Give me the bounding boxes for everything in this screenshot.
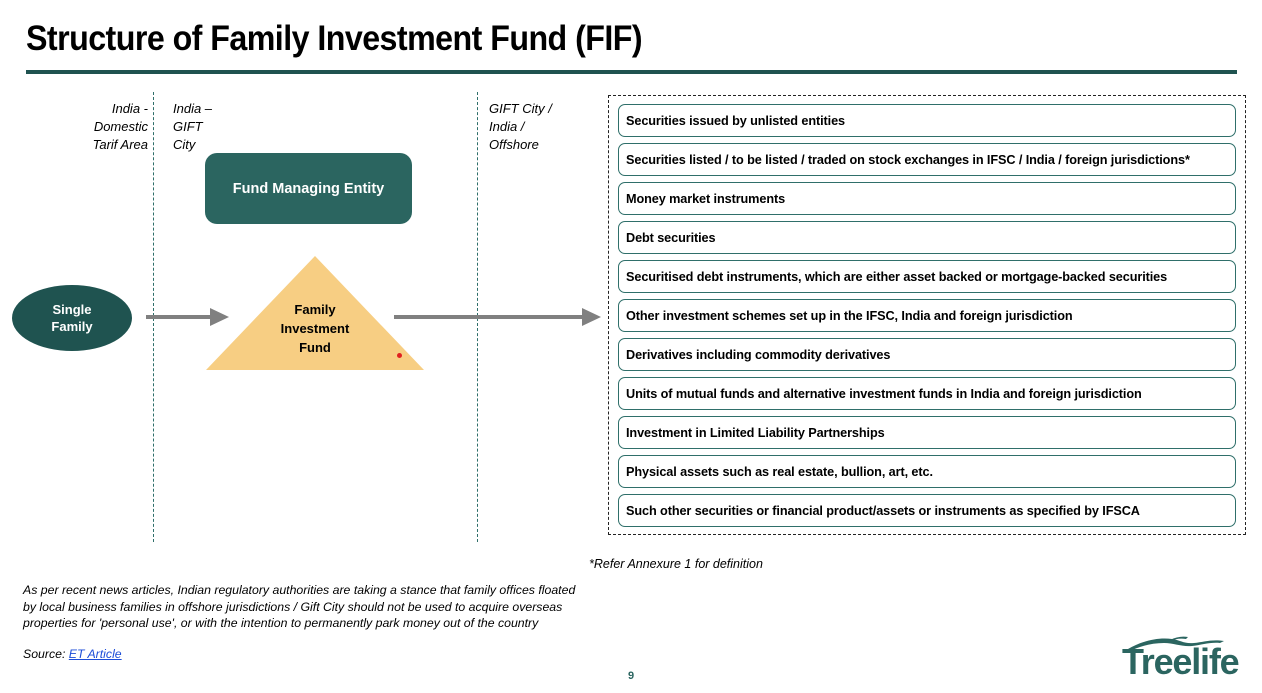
disclaimer-text: As per recent news articles, Indian regu… (23, 583, 576, 630)
list-item[interactable]: Securities listed / to be listed / trade… (618, 143, 1236, 176)
list-item[interactable]: Physical assets such as real estate, bul… (618, 455, 1236, 488)
list-item[interactable]: Units of mutual funds and alternative in… (618, 377, 1236, 410)
fund-managing-entity-box: Fund Managing Entity (205, 153, 412, 224)
list-item[interactable]: Debt securities (618, 221, 1236, 254)
source-line: Source: ET Article (23, 647, 122, 661)
red-dot-marker-icon (397, 353, 402, 358)
list-item[interactable]: Securitised debt instruments, which are … (618, 260, 1236, 293)
logo-wordmark: Treelife (1122, 641, 1240, 682)
list-item[interactable]: Such other securities or financial produ… (618, 494, 1236, 527)
tree-branch-icon (1128, 636, 1224, 651)
asset-classes-dashed-container (608, 95, 1246, 535)
list-item[interactable]: Money market instruments (618, 182, 1236, 215)
zone-label-gift-city-india-offshore: GIFT City / India / Offshore (489, 101, 552, 152)
list-item[interactable]: Investment in Limited Liability Partners… (618, 416, 1236, 449)
family-investment-fund-triangle (206, 256, 424, 370)
arrow-single-family-to-fif-icon (146, 308, 229, 326)
list-item[interactable]: Other investment schemes set up in the I… (618, 299, 1236, 332)
treelife-logo: Treelife (1122, 634, 1256, 684)
source-label: Source: (23, 647, 69, 661)
source-article-link[interactable]: ET Article (68, 647, 122, 661)
zone-label-india-gift-city: India – GIFT City (173, 101, 213, 152)
page-title: Structure of Family Investment Fund (FIF… (26, 19, 643, 58)
title-divider-rule (26, 70, 1237, 74)
annexure-footnote: *Refer Annexure 1 for definition (589, 557, 763, 571)
family-investment-fund-label: Family Investment Fund (280, 302, 350, 355)
asset-classes-list: Securities issued by unlisted entities S… (618, 104, 1236, 527)
list-item[interactable]: Securities issued by unlisted entities (618, 104, 1236, 137)
zone-label-domestic-tarif-area: India - Domestic Tarif Area (92, 101, 148, 152)
arrow-fif-to-assets-icon (394, 308, 601, 326)
single-family-ellipse: Single Family (12, 285, 132, 351)
list-item[interactable]: Derivatives including commodity derivati… (618, 338, 1236, 371)
page-number: 9 (627, 670, 635, 682)
